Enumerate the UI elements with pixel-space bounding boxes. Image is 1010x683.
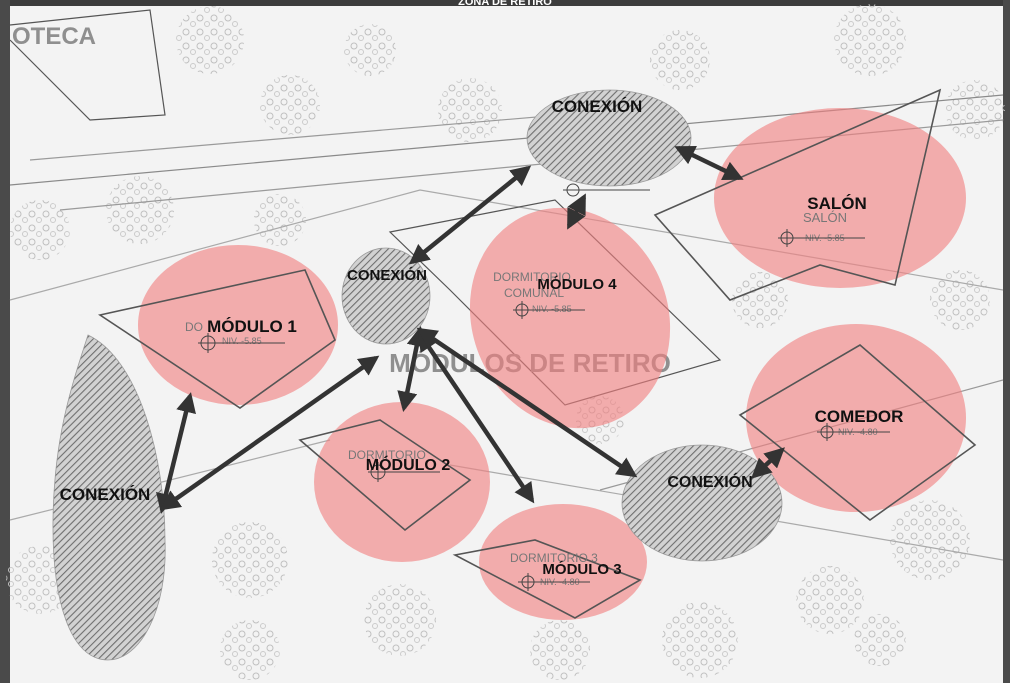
label-conexion-mid: CONEXIÓN [347, 266, 427, 284]
connection-arrows [156, 145, 785, 514]
arrow-right-to-comedor [751, 447, 785, 479]
label-salon: SALÓN [807, 194, 867, 213]
biblioteca-fragment: OTECA [12, 23, 96, 50]
label-conexion-right: CONEXIÓN [667, 472, 752, 491]
level-marker-icon [518, 573, 590, 591]
arrow-top-to-modulo-4 [567, 193, 586, 230]
header-title: ZONA DE RETIRO [458, 0, 552, 8]
zone-labels: MÓDULO 1 MÓDULO 4 SALÓN COMEDOR MÓDULO 2… [60, 97, 904, 578]
level-marker-icon [513, 301, 585, 319]
label-modulo-2: MÓDULO 2 [366, 455, 451, 474]
zone-conexion-left [52, 334, 166, 661]
right-frame [1003, 0, 1010, 683]
plan-dormitorio-comunal-b: COMUNAL [504, 286, 564, 300]
header-bar [0, 0, 1010, 6]
left-frame [0, 0, 10, 683]
label-comedor: COMEDOR [815, 407, 904, 426]
outline-comedor [738, 344, 977, 522]
label-modulo-3: MÓDULO 3 [542, 560, 621, 578]
zone-conexion-top [526, 89, 692, 187]
connection-zones [52, 89, 783, 661]
arrow-mid-to-right [416, 327, 638, 478]
plan-salon: SALÓN [803, 210, 847, 225]
zone-modulo-3 [479, 504, 647, 620]
label-conexion-top: CONEXIÓN [552, 97, 643, 116]
plan-dormitorio-3: DORMITORIO 3 [510, 551, 598, 565]
plan-niv-comunal: NIV. -5.85 [532, 304, 572, 314]
label-conexion-left: CONEXIÓN [60, 485, 151, 504]
plan-dormitorio-comunal-a: DORMITORIO [493, 270, 571, 284]
outline-modulo-3 [452, 539, 642, 619]
arrow-mid-to-top [408, 165, 532, 265]
zone-salon [714, 108, 966, 288]
level-marker-icon [198, 333, 285, 353]
zone-conexion-mid [341, 247, 431, 345]
level-marker-icon [778, 229, 865, 247]
plan-niv-1: NIV. -5.85 [222, 336, 262, 346]
zone-conexion-right [621, 444, 783, 562]
label-modulo-1: MÓDULO 1 [207, 317, 297, 336]
arrow-top-to-salon [674, 145, 744, 181]
label-modulo-4: MÓDULO 4 [537, 275, 617, 293]
level-marker-icon [817, 423, 890, 441]
plan-dormitorio-1: DO [185, 320, 203, 334]
outline-salon [653, 88, 942, 301]
zone-modulo-2 [314, 402, 490, 562]
arrow-left-to-mid [159, 355, 380, 511]
